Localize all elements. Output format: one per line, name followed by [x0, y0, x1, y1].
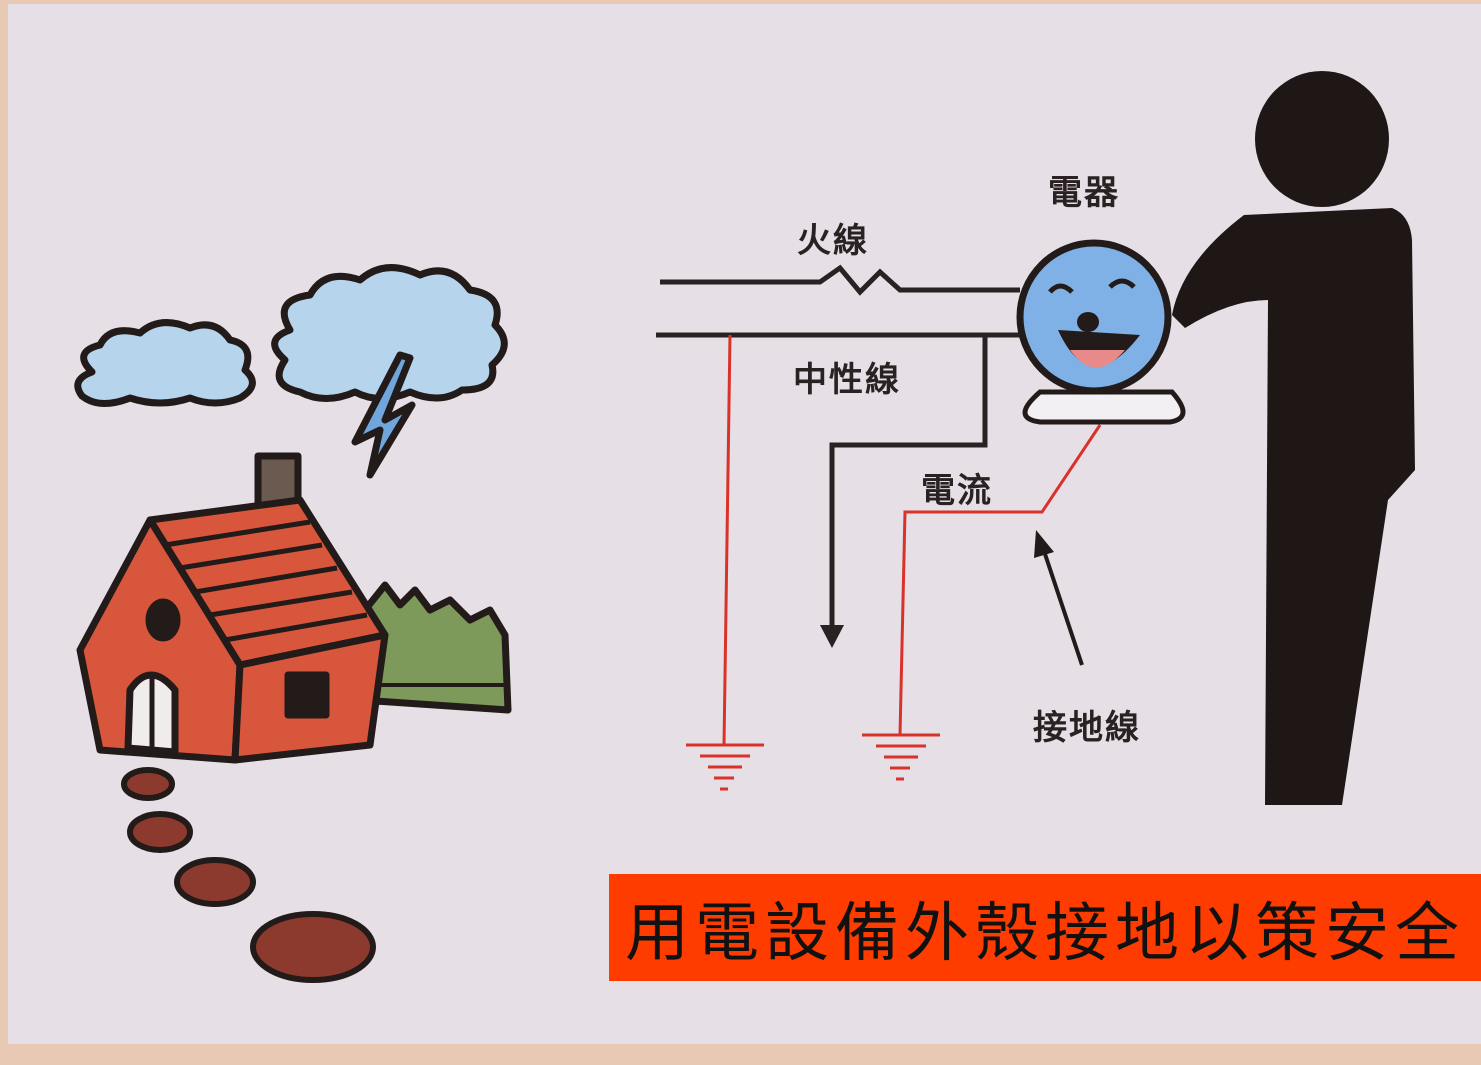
cloud-icon: [271, 264, 508, 402]
live-wire-label: 火線: [797, 221, 869, 261]
cloud-icon: [74, 319, 256, 407]
live-wire: [660, 264, 1020, 296]
ground-symbol-icon: [686, 743, 764, 791]
ground-pointer-arrowhead: [1034, 530, 1054, 558]
neutral-wire-label: 中性線: [793, 360, 901, 400]
ground-wire-label: 接地線: [1033, 708, 1141, 748]
neutral-return-wire: [829, 335, 988, 628]
lightning-icon: [351, 351, 416, 479]
current-arrow: [820, 625, 844, 648]
neutral-ground-wire: [722, 334, 732, 746]
ground-symbol-icon: [862, 733, 940, 781]
safety-caption-text: 用電設備外殼接地以策安全: [625, 896, 1465, 971]
house-icon: [76, 452, 512, 764]
appliance-label: 電器: [1048, 173, 1120, 213]
person-silhouette-icon: [1172, 71, 1415, 805]
safety-caption-banner: 用電設備外殼接地以策安全: [609, 874, 1481, 981]
appliance-face-icon: [1016, 239, 1186, 425]
ground-wire: [898, 424, 1102, 736]
current-label: 電流: [921, 471, 993, 511]
stepping-stones: [121, 767, 376, 983]
ground-pointer-arrow: [1041, 547, 1084, 666]
